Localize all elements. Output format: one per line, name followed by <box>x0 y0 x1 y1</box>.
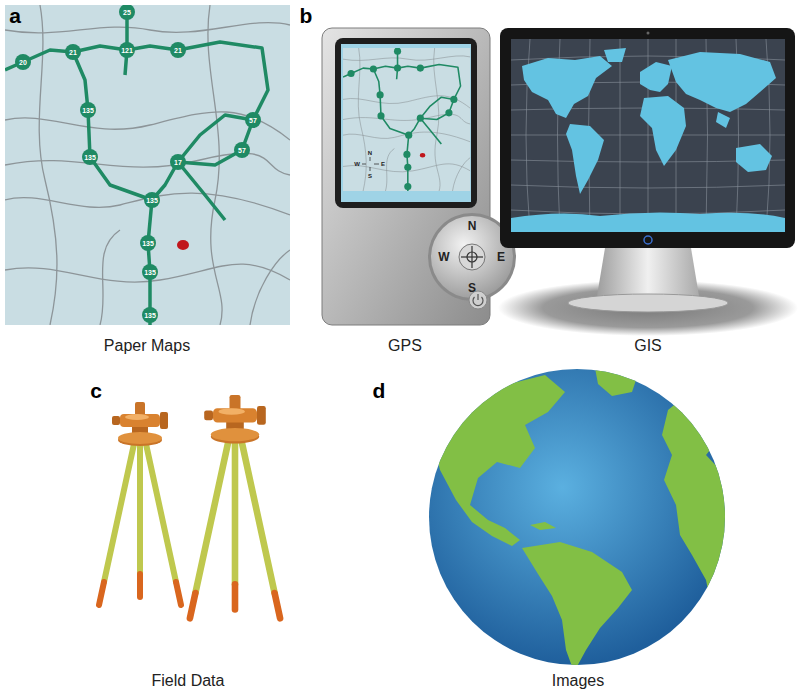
compass-letter: E <box>381 161 385 167</box>
compass-letter: S <box>368 173 372 179</box>
route-number: 21 <box>69 49 77 56</box>
panel-letter: b <box>300 5 313 26</box>
route-number: 135 <box>144 312 156 319</box>
panel-letter: d <box>373 380 386 401</box>
panel-caption: GPS <box>388 338 422 354</box>
panel-caption: Images <box>552 673 604 689</box>
compass-letter: N <box>368 150 372 156</box>
panel-caption: GIS <box>634 338 662 354</box>
route-number: 135 <box>82 107 94 114</box>
route-number: 57 <box>249 117 257 124</box>
compass-letter: E <box>497 251 505 263</box>
route-number: 135 <box>142 240 154 247</box>
route-number: 121 <box>121 47 133 54</box>
panel-letter: a <box>9 5 21 26</box>
route-number: 135 <box>146 197 158 204</box>
route-number: 20 <box>19 59 27 66</box>
route-number: 135 <box>84 154 96 161</box>
panel-caption: Paper Maps <box>104 338 190 354</box>
compass-letter: S <box>468 282 476 294</box>
route-number: 17 <box>174 159 182 166</box>
panel-caption: Field Data <box>152 673 225 689</box>
route-number: 21 <box>174 47 182 54</box>
compass-letter: W <box>438 251 449 263</box>
panel-letter: c <box>90 380 102 401</box>
route-number: 135 <box>144 269 156 276</box>
route-number: 57 <box>238 147 246 154</box>
compass-letter: N <box>468 220 477 232</box>
route-number: 25 <box>123 9 131 16</box>
compass-letter: W <box>354 161 360 167</box>
